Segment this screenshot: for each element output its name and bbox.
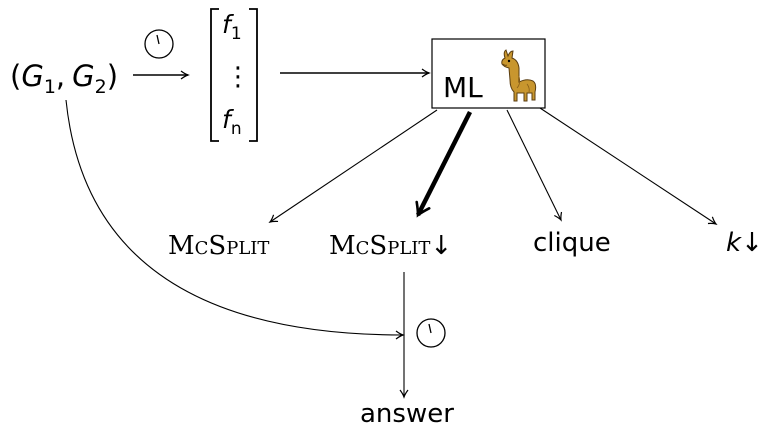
arrow-ml-to-clique	[506, 109, 563, 222]
right-bracket	[249, 8, 258, 142]
svg-text:k↓: k↓	[726, 228, 763, 258]
label-mcsplit: McSplit	[168, 231, 269, 261]
label-mcsplit-down: McSplit	[329, 231, 430, 261]
arrow-input-to-solver-timer	[65, 99, 405, 340]
ml-label: ML	[443, 71, 483, 104]
g1-symbol: G	[21, 59, 43, 93]
g1-subscript: 1	[44, 76, 56, 98]
svg-text:(G1,G2): (G1,G2)	[10, 59, 118, 98]
svg-text:McSplit↓: McSplit↓	[329, 231, 452, 261]
down-arrow-symbol: ↓	[430, 231, 452, 261]
g2-symbol: G	[72, 59, 94, 93]
graph-pair-input: (G1,G2)	[10, 59, 118, 98]
ml-model-box: ML	[431, 38, 546, 109]
g2-subscript: 2	[95, 76, 107, 98]
svg-text:fn: fn	[222, 105, 242, 139]
arrow-ml-to-mcsplit	[268, 109, 438, 224]
label-answer: answer	[360, 399, 454, 429]
stopwatch-icon	[144, 29, 174, 59]
left-bracket	[210, 8, 219, 142]
label-k: k	[726, 228, 742, 258]
close-paren: )	[107, 59, 118, 93]
feature-fn-subscript: n	[231, 119, 242, 139]
svg-text:f1: f1	[222, 10, 242, 44]
arrow-ml-to-k-down	[539, 107, 718, 226]
k-down-arrow-symbol: ↓	[741, 228, 763, 258]
arrow-ml-to-mcsplit-down-selected	[415, 110, 473, 218]
stopwatch-icon	[416, 318, 446, 348]
feature-ellipsis: ⋮	[225, 62, 251, 92]
feature-vector: f1 ⋮ fn	[210, 8, 258, 142]
label-clique: clique	[533, 228, 611, 258]
open-paren: (	[10, 59, 21, 93]
feature-f1-subscript: 1	[231, 24, 242, 44]
llama-icon	[501, 49, 537, 102]
comma: ,	[56, 59, 65, 93]
